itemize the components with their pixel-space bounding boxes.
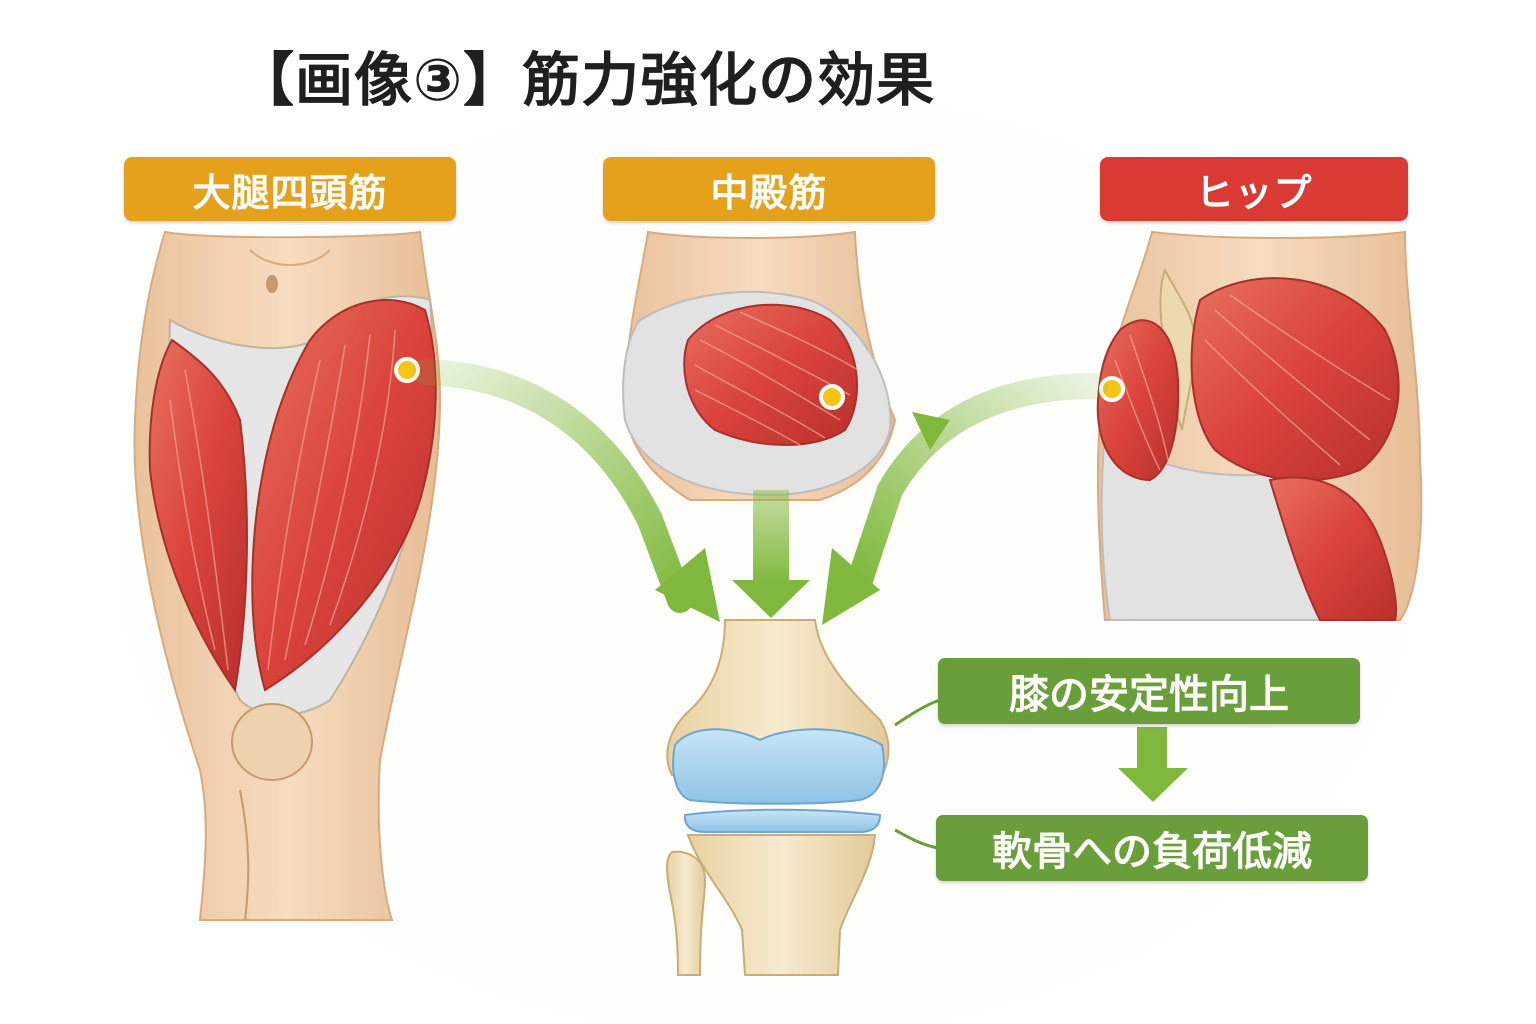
connector-line-2 [894,828,939,850]
arrows [412,359,1188,850]
hamstring [1268,476,1398,621]
tibia [686,834,877,976]
label-gluteus-medius: 中殿筋 [603,157,935,221]
gluteus-medius-marker [819,384,845,410]
effect-cartilage-load-reduction: 軟骨への負荷低減 [936,815,1368,881]
fibula [666,850,707,976]
label-hip: ヒップ [1100,157,1408,221]
knee-joint-illustration [666,619,890,976]
kneecap [231,703,313,781]
cartilage-upper [672,728,885,805]
arrow-between-effects [1137,727,1167,771]
effect-knee-stability: 膝の安定性向上 [938,658,1360,724]
arrow-from-hip [847,373,1108,593]
label-quadriceps: 大腿四頭筋 [124,157,456,221]
cartilage-lower [683,808,882,833]
hip-illustration [1096,230,1423,621]
gluteus-medius-muscle [683,303,858,446]
sacrum [1159,267,1197,431]
connector-line-1 [894,698,941,727]
page-title: 【画像③】筋力強化の効果 [236,46,936,114]
arrow-from-quadriceps [412,359,693,613]
gluteus-medius-illustration [622,230,897,501]
arrow-from-gluteus-medius [753,490,789,585]
quadriceps-illustration [133,230,442,921]
